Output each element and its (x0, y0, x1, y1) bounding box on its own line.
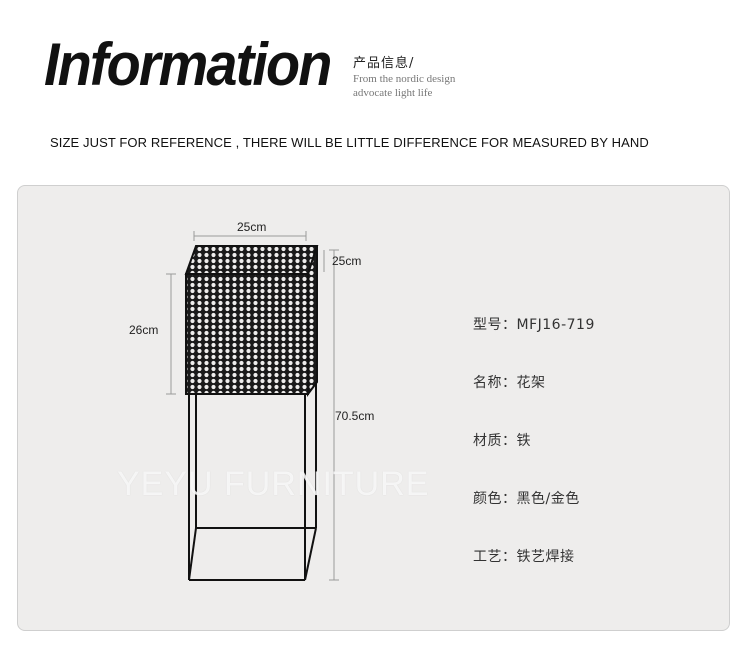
spec-model-value: MFJ16-719 (516, 317, 595, 333)
spec-material-value: 铁 (516, 433, 531, 449)
dim-depth-label: 25cm (332, 254, 362, 268)
spec-name-label: 名称： (473, 375, 517, 391)
subtitle-en: From the nordic design advocate light li… (353, 72, 455, 100)
stand-frame (188, 382, 317, 581)
spec-craft-label: 工艺： (473, 549, 517, 565)
subtitle-en-line-1: From the nordic design (353, 73, 456, 85)
page-title: Information (44, 31, 332, 98)
dim-width-label: 25cm (237, 220, 267, 234)
spec-model: 型号：MFJ16-719 (473, 314, 595, 334)
spec-color-value: 黑色/金色 (516, 491, 580, 507)
spec-name: 名称：花架 (473, 372, 546, 392)
spec-material: 材质：铁 (473, 430, 531, 450)
product-panel (17, 185, 730, 631)
dim-total-height-label: 70.5cm (335, 409, 375, 423)
watermark: YEYU FURNITURE (117, 465, 430, 503)
basket-side-mesh (307, 245, 318, 397)
spec-craft: 工艺：铁艺焊接 (473, 546, 575, 566)
spec-material-label: 材质： (473, 433, 517, 449)
spec-name-value: 花架 (516, 375, 546, 391)
spec-craft-value: 铁艺焊接 (516, 549, 575, 565)
subtitle-en-line-2: advocate light life (353, 87, 433, 99)
dimension-lines (166, 231, 339, 581)
basket-front-mesh (185, 273, 309, 395)
size-notice: SIZE JUST FOR REFERENCE , THERE WILL BE … (50, 135, 649, 150)
spec-color: 颜色：黑色/金色 (473, 488, 580, 508)
subtitle-cn: 产品信息/ (353, 56, 415, 71)
spec-color-label: 颜色： (473, 491, 517, 507)
basket-top-mesh (184, 245, 319, 275)
spec-model-label: 型号： (473, 317, 517, 333)
dim-basket-height-label: 26cm (129, 323, 159, 337)
